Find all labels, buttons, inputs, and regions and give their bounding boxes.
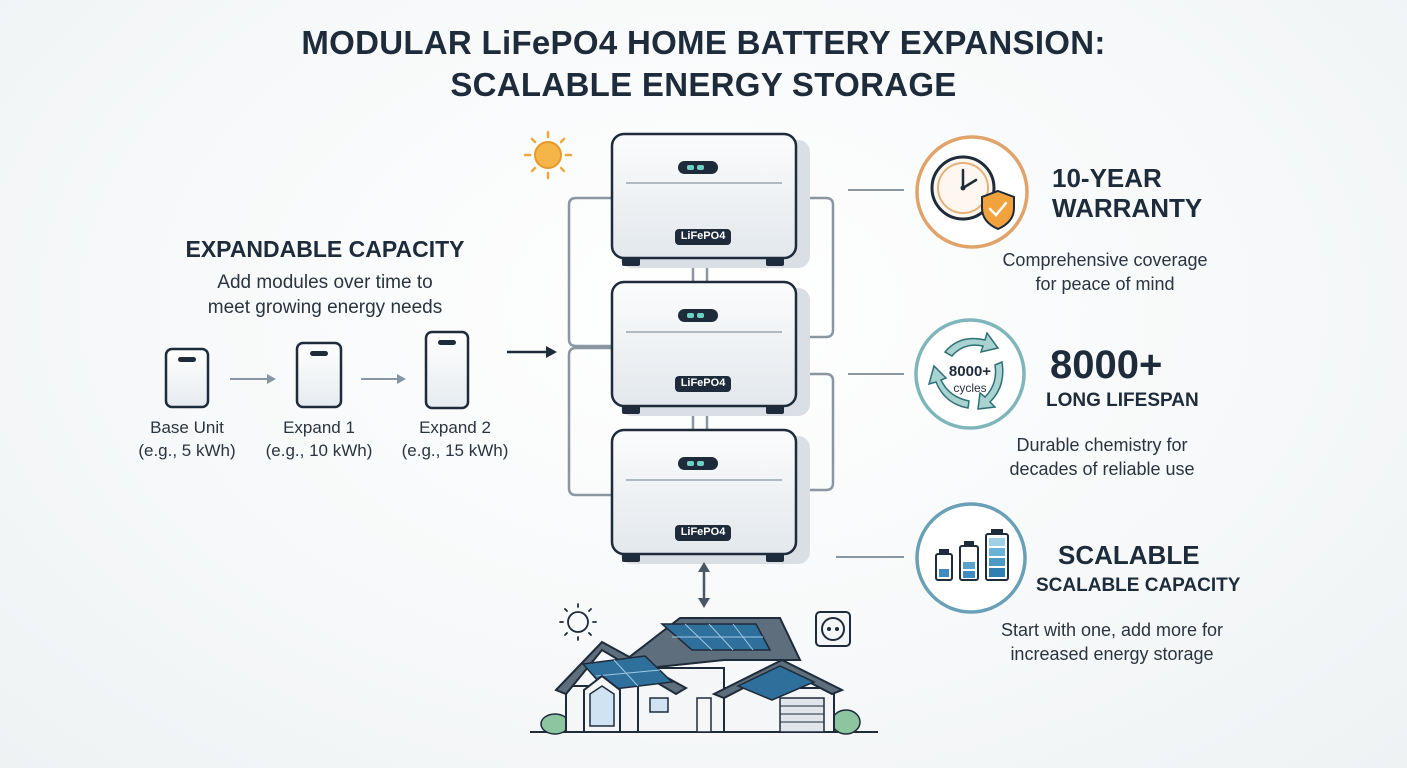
expandable-subtitle-line-1: Add modules over time to (217, 272, 433, 293)
double-arrow-icon (698, 562, 710, 608)
expandable-subtitle: Add modules over time to meet growing en… (150, 270, 500, 320)
lifespan-heading: 8000+ (1050, 343, 1163, 387)
battery-module-bottom (610, 428, 810, 564)
unit-detail: (e.g., 15 kWh) (401, 441, 509, 460)
lifespan-description: Durable chemistry for decades of reliabl… (957, 433, 1247, 481)
arrow-to-stack-icon (507, 346, 557, 358)
unit-detail: (e.g., 5 kWh) (138, 441, 236, 460)
lifespan-desc-line-1: Durable chemistry for (1016, 435, 1188, 455)
expand-1-icon (295, 341, 343, 409)
module-label-bottom: LiFePO4 (680, 526, 726, 538)
small-sun-icon (559, 603, 597, 641)
power-outlet-icon (815, 611, 851, 647)
expand-1-label: Expand 1 (e.g., 10 kWh) (249, 416, 389, 462)
sun-icon (523, 130, 573, 180)
page-title: MODULAR LiFePO4 HOME BATTERY EXPANSION: … (0, 22, 1407, 106)
clock-shield-icon (915, 135, 1029, 249)
warranty-desc-line-1: Comprehensive coverage (1002, 250, 1208, 270)
scalable-description: Start with one, add more for increased e… (967, 618, 1257, 666)
cycle-arrows-icon (914, 318, 1026, 430)
house-with-solar-icon (530, 617, 878, 735)
unit-name: Base Unit (150, 418, 224, 437)
expand-2-icon (424, 330, 470, 410)
warranty-description: Comprehensive coverage for peace of mind (960, 248, 1250, 296)
base-unit-label: Base Unit (e.g., 5 kWh) (117, 416, 257, 462)
expand-2-label: Expand 2 (e.g., 15 kWh) (385, 416, 525, 462)
title-line-1: MODULAR LiFePO4 HOME BATTERY EXPANSION: (301, 24, 1106, 61)
expandable-subtitle-line-2: meet growing energy needs (207, 297, 443, 318)
unit-name: Expand 1 (283, 418, 355, 437)
scalable-heading: SCALABLE (1058, 540, 1200, 570)
module-label-middle: LiFePO4 (680, 377, 726, 389)
warranty-heading-line-1: 10-YEAR (1052, 163, 1162, 193)
expandable-heading: EXPANDABLE CAPACITY (185, 236, 465, 262)
cycles-badge-label: cycles (953, 381, 987, 395)
warranty-heading: 10-YEAR WARRANTY (1052, 163, 1202, 223)
lifespan-desc-line-2: decades of reliable use (1009, 459, 1195, 479)
base-unit-icon (164, 347, 210, 409)
battery-module-middle (610, 280, 810, 416)
battery-levels-icon (915, 502, 1027, 614)
cycles-badge-value: 8000+ (948, 363, 992, 380)
feature-connectors (836, 189, 904, 558)
unit-name: Expand 2 (419, 418, 491, 437)
lifespan-subheading: LONG LIFESPAN (1046, 390, 1199, 411)
arrow-right-icon (230, 374, 276, 384)
scalable-desc-line-2: increased energy storage (1010, 644, 1214, 664)
battery-module-top (610, 132, 810, 268)
scalable-subheading: SCALABLE CAPACITY (1036, 575, 1241, 596)
warranty-desc-line-2: for peace of mind (1035, 274, 1175, 294)
warranty-heading-line-2: WARRANTY (1052, 193, 1203, 223)
arrow-right-icon (361, 374, 406, 384)
module-label-top: LiFePO4 (680, 230, 726, 242)
unit-detail: (e.g., 10 kWh) (265, 441, 373, 460)
scalable-desc-line-1: Start with one, add more for (1000, 620, 1224, 640)
title-line-2: SCALABLE ENERGY STORAGE (450, 66, 957, 103)
